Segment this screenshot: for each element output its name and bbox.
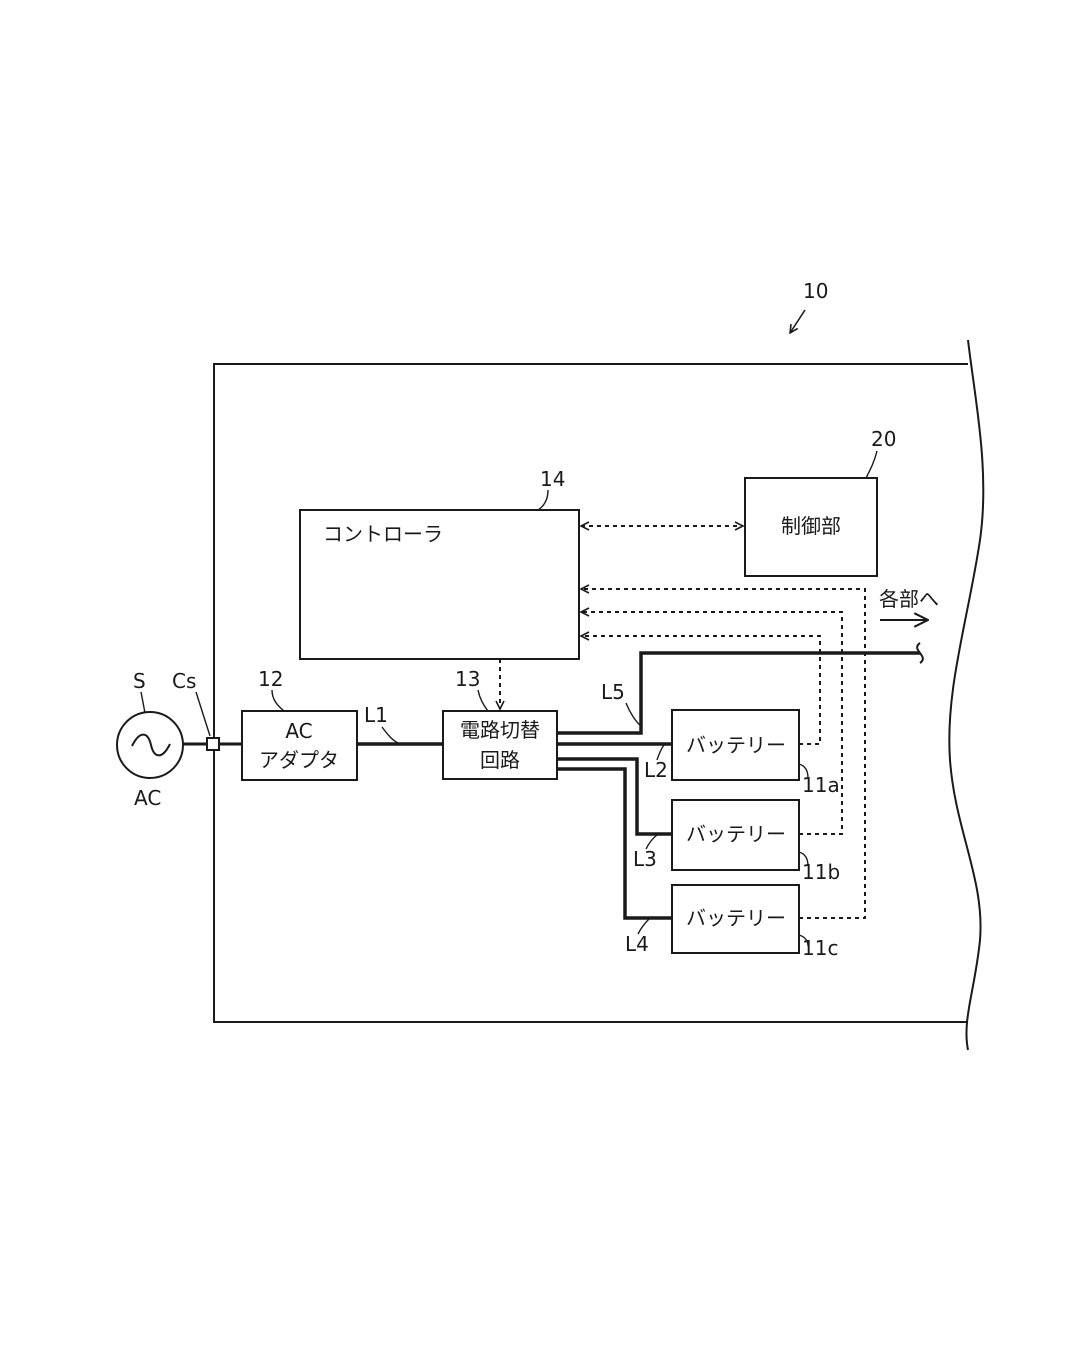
battery-11c-ref: 11c [802,936,838,960]
source-ref: S [133,669,146,693]
connector-cs [207,738,219,750]
source-ref-leader [141,692,145,713]
ac-source [117,712,183,778]
output-label: 各部へ [879,587,939,611]
line-l1-label: L1 [364,703,388,727]
ac-adapter-line1: AC [285,719,312,743]
figure-number-leader [790,310,805,333]
connector-ref: Cs [172,669,196,693]
controller-ref-leader [538,490,548,510]
ac-adapter-ref: 12 [258,667,283,691]
battery-11c-label: バッテリー [686,906,786,930]
battery-11b-label: バッテリー [686,822,786,846]
controller-label: コントローラ [323,522,443,546]
line-l2-label: L2 [644,758,668,782]
line-l5-leader [626,703,641,726]
line-l3-label: L3 [633,847,657,871]
line-l4 [557,769,672,918]
figure-number: 10 [803,279,828,303]
connector-ref-leader [196,692,210,736]
switch-circuit-line1: 電路切替 [460,718,540,742]
line-l5-label: L5 [601,680,625,704]
ac-adapter-line2: アダプタ [259,748,339,772]
control-unit-label: 制御部 [781,514,841,538]
switch-circuit-line2: 回路 [480,748,520,772]
control-unit-ref-leader [866,451,877,478]
source-caption: AC [134,786,161,810]
battery-11a-label: バッテリー [686,733,786,757]
line-l1-leader [382,727,398,743]
line-l4-label: L4 [625,932,649,956]
switch-circuit-ref: 13 [455,667,480,691]
ac-adapter-ref-leader [272,690,284,711]
control-unit-ref: 20 [871,427,896,451]
controller-ref: 14 [540,467,565,491]
switch-circuit-ref-leader [478,690,488,711]
device-outline [214,340,983,1050]
